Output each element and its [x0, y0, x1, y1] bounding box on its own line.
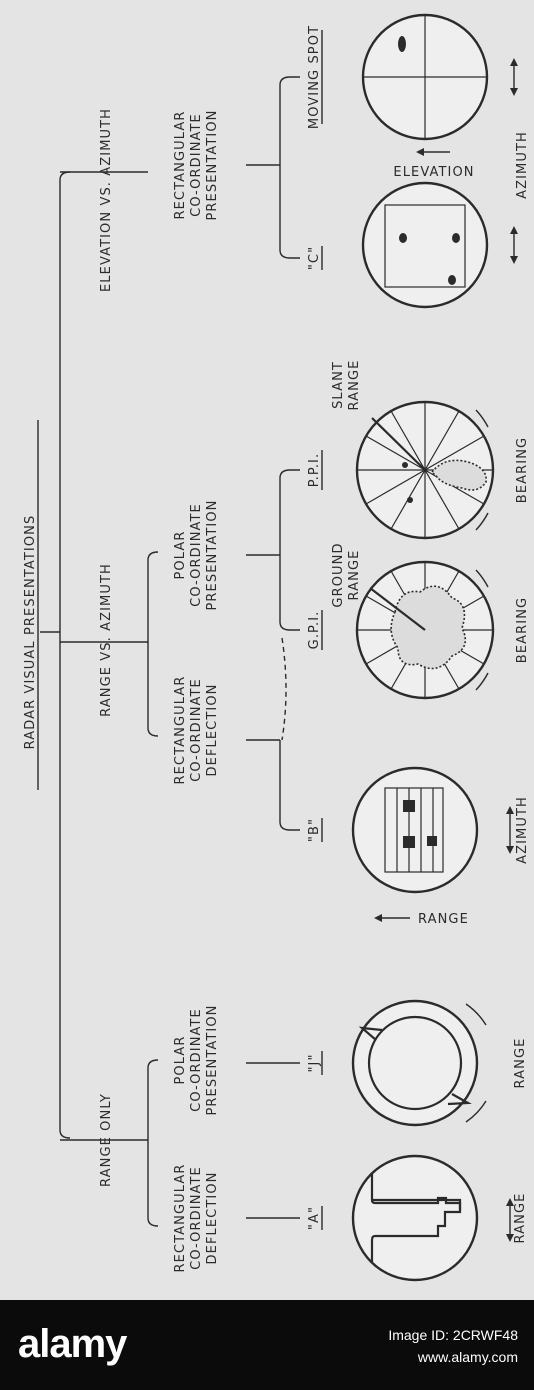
subgroup-line: PRESENTATION — [205, 109, 220, 220]
subgroup-line: RECTANGULAR — [173, 675, 188, 784]
image-id-text: Image ID: 2CRWF48 — [388, 1327, 518, 1343]
subgroup-line: POLAR — [173, 1035, 188, 1084]
subgroup-line: CO-ORDINATE — [189, 1008, 204, 1112]
axis-label-b-bottom: AZIMUTH — [515, 796, 530, 864]
subgroup-line: DEFLECTION — [205, 684, 220, 777]
subgroup-line: PRESENTATION — [205, 1004, 220, 1115]
scope-label-ppi: P.P.I. — [307, 453, 322, 487]
subgroup-line: CO-ORDINATE — [189, 678, 204, 782]
axis-label-b-side: RANGE — [418, 912, 469, 927]
subgroup-line: CO-ORDINATE — [189, 503, 204, 607]
annotation-slant-range: SLANT RANGE — [331, 360, 362, 411]
subgroup-line: DEFLECTION — [205, 1172, 220, 1265]
axis-label-gpi: BEARING — [515, 597, 530, 663]
axis-label-a: RANGE — [513, 1193, 528, 1244]
subgroup-line: CO-ORDINATE — [189, 113, 204, 217]
scope-j — [351, 999, 479, 1127]
scope-ppi — [355, 400, 495, 540]
watermark-footer: alamy Image ID: 2CRWF48 www.alamy.com — [0, 1300, 534, 1390]
group-label-range-only: RANGE ONLY — [99, 1093, 114, 1187]
annotation-line: RANGE — [347, 360, 362, 411]
tree-lines — [40, 76, 300, 1227]
annotation-ground-range: GROUND RANGE — [331, 542, 362, 607]
subgroup-line: RECTANGULAR — [173, 110, 188, 219]
group-label-elevation-vs-azimuth: ELEVATION VS. AZIMUTH — [99, 108, 114, 292]
subgroup-line: PRESENTATION — [205, 499, 220, 610]
scope-label-c: "C" — [307, 246, 322, 270]
subgroup-rect-a: RECTANGULAR CO-ORDINATE DEFLECTION — [173, 1163, 220, 1272]
scope-b — [351, 766, 479, 894]
annotation-line: RANGE — [347, 550, 362, 601]
arrows — [374, 58, 518, 1242]
subgroup-line: CO-ORDINATE — [189, 1166, 204, 1270]
scope-c — [361, 181, 489, 309]
subgroup-line: POLAR — [173, 530, 188, 579]
subgroup-polar-ppi: POLAR CO-ORDINATE PRESENTATION — [173, 499, 220, 610]
annotation-line: SLANT — [331, 361, 346, 409]
axis-label-ppi: BEARING — [515, 437, 530, 503]
scope-moving-spot — [361, 13, 489, 141]
site-url-text: www.alamy.com — [417, 1349, 518, 1365]
subgroup-line: RECTANGULAR — [173, 1163, 188, 1272]
annotation-line: GROUND — [331, 542, 346, 607]
scope-label-b: "B" — [307, 818, 322, 842]
scope-label-gpi: G.P.I. — [307, 611, 322, 650]
scope-label-moving-spot: MOVING SPOT — [307, 25, 322, 129]
scope-label-a: "A" — [307, 1206, 322, 1230]
diagram-title: RADAR VISUAL PRESENTATIONS — [23, 515, 38, 750]
group-label-range-vs-azimuth: RANGE VS. AZIMUTH — [99, 563, 114, 717]
scope-a — [351, 1154, 479, 1282]
image-id-block: Image ID: 2CRWF48 www.alamy.com — [388, 1324, 518, 1368]
subgroup-rect-b: RECTANGULAR CO-ORDINATE DEFLECTION — [173, 675, 220, 784]
axis-label-c-bottom: AZIMUTH — [515, 131, 530, 199]
axis-label-c-side: ELEVATION — [393, 165, 474, 180]
subgroup-polar-j: POLAR CO-ORDINATE PRESENTATION — [173, 1004, 220, 1115]
subgroup-rect-c: RECTANGULAR CO-ORDINATE PRESENTATION — [173, 109, 220, 220]
radar-presentations-diagram: RADAR VISUAL PRESENTATIONS RANGE ONLY RA… — [23, 13, 530, 1282]
scope-gpi — [355, 560, 495, 700]
axis-label-j: RANGE — [513, 1038, 528, 1089]
alamy-logo: alamy — [18, 1322, 127, 1366]
scope-label-j: "J" — [307, 1053, 322, 1072]
